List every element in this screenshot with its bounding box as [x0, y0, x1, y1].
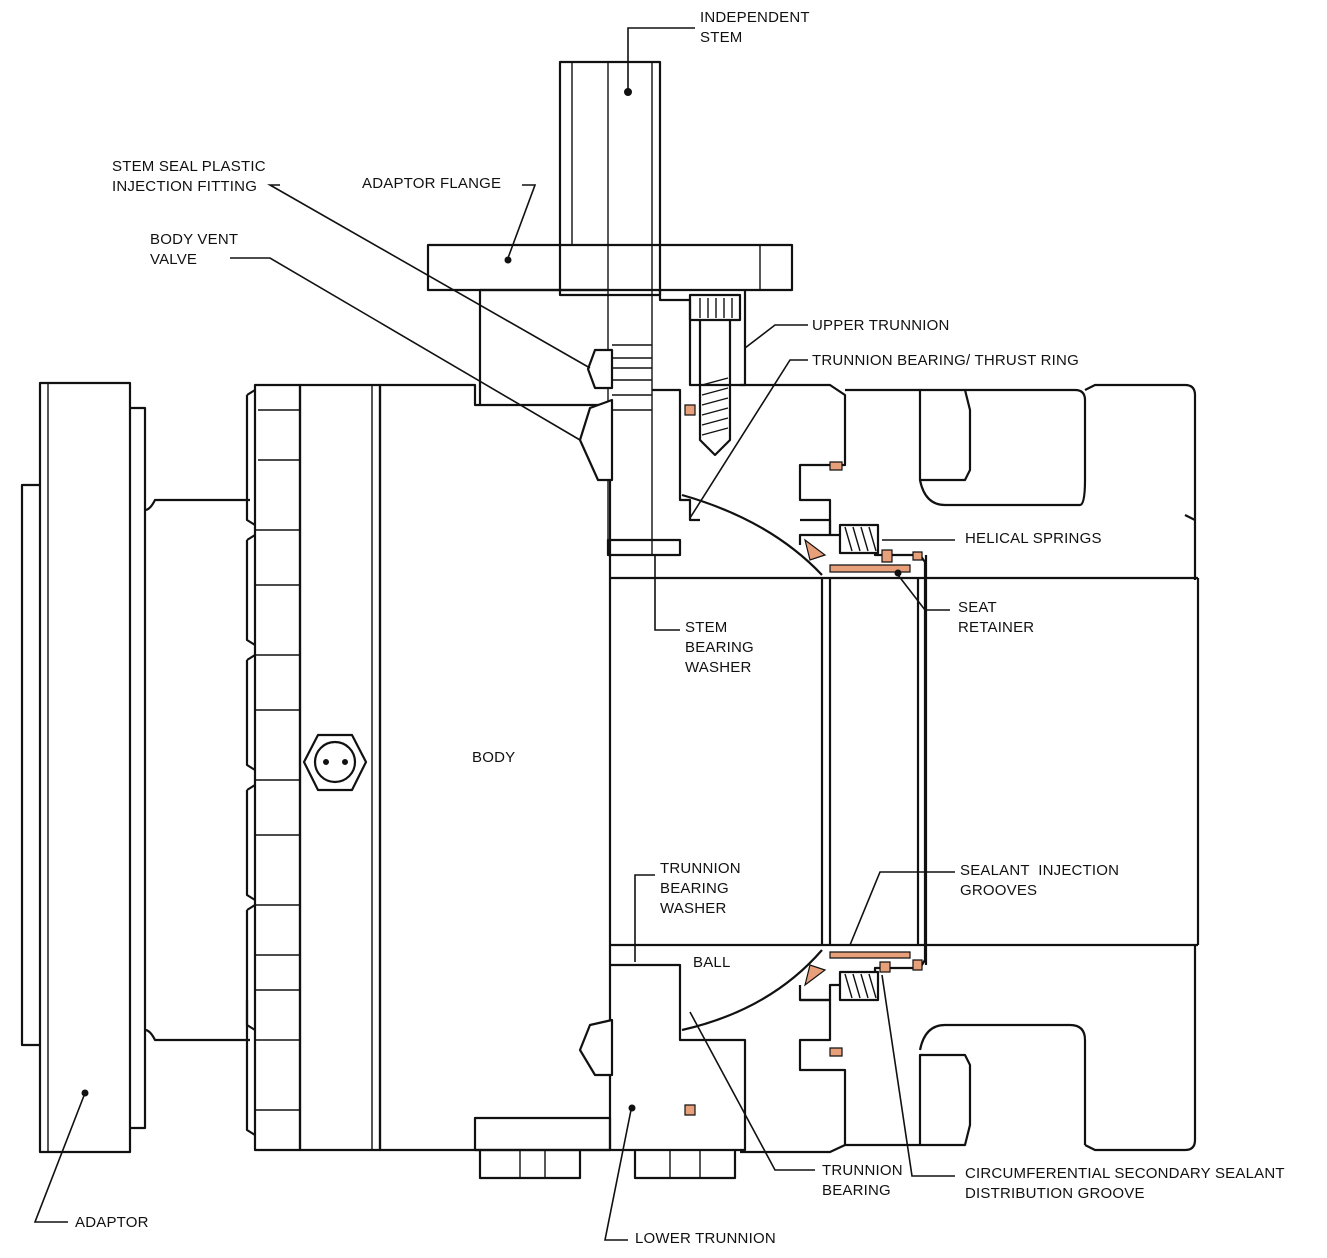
- stem-bearing-washer: [606, 538, 682, 557]
- label-seat-retainer: SEAT RETAINER: [958, 599, 1035, 636]
- label-lower-trunnion: LOWER TRUNNION: [635, 1230, 776, 1247]
- adaptor: [20, 381, 250, 1154]
- stem-seal-fittings: [578, 344, 652, 482]
- label-stem-seal-fitting: STEM SEAL PLASTIC INJECTION FITTING: [112, 158, 266, 195]
- ball: [681, 493, 928, 1032]
- upper-trunnion: [652, 293, 742, 522]
- label-independent-stem: INDEPENDENT STEM: [700, 9, 810, 46]
- label-trunnion-bearing-thrust-ring: TRUNNION BEARING/ THRUST RING: [812, 352, 1079, 369]
- flange-bolts: [245, 383, 302, 1152]
- label-sealant-injection-grooves: SEALANT INJECTION GROOVES: [960, 862, 1120, 899]
- label-stem-bearing-washer: STEM BEARING WASHER: [685, 619, 754, 676]
- label-trunnion-bearing-washer: TRUNNION BEARING WASHER: [660, 860, 741, 917]
- seat-assembly: [684, 404, 927, 1116]
- leader-lines: [33, 27, 955, 1241]
- label-body: BODY: [472, 749, 516, 766]
- lower-trunnion: [473, 963, 747, 1180]
- body: [298, 383, 612, 1152]
- label-body-vent-valve: BODY VENT VALVE: [150, 231, 239, 268]
- label-adaptor: ADAPTOR: [75, 1214, 149, 1231]
- label-adaptor-flange: ADAPTOR FLANGE: [362, 175, 502, 192]
- label-trunnion-bearing: TRUNNION BEARING: [822, 1162, 903, 1199]
- label-upper-trunnion: UPPER TRUNNION: [812, 317, 950, 334]
- label-helical-springs: HELICAL SPRINGS: [965, 530, 1102, 547]
- label-ball: BALL: [693, 954, 731, 971]
- label-circumferential-groove: CIRCUMFERENTIAL SECONDARY SEALANT DISTRI…: [965, 1165, 1285, 1202]
